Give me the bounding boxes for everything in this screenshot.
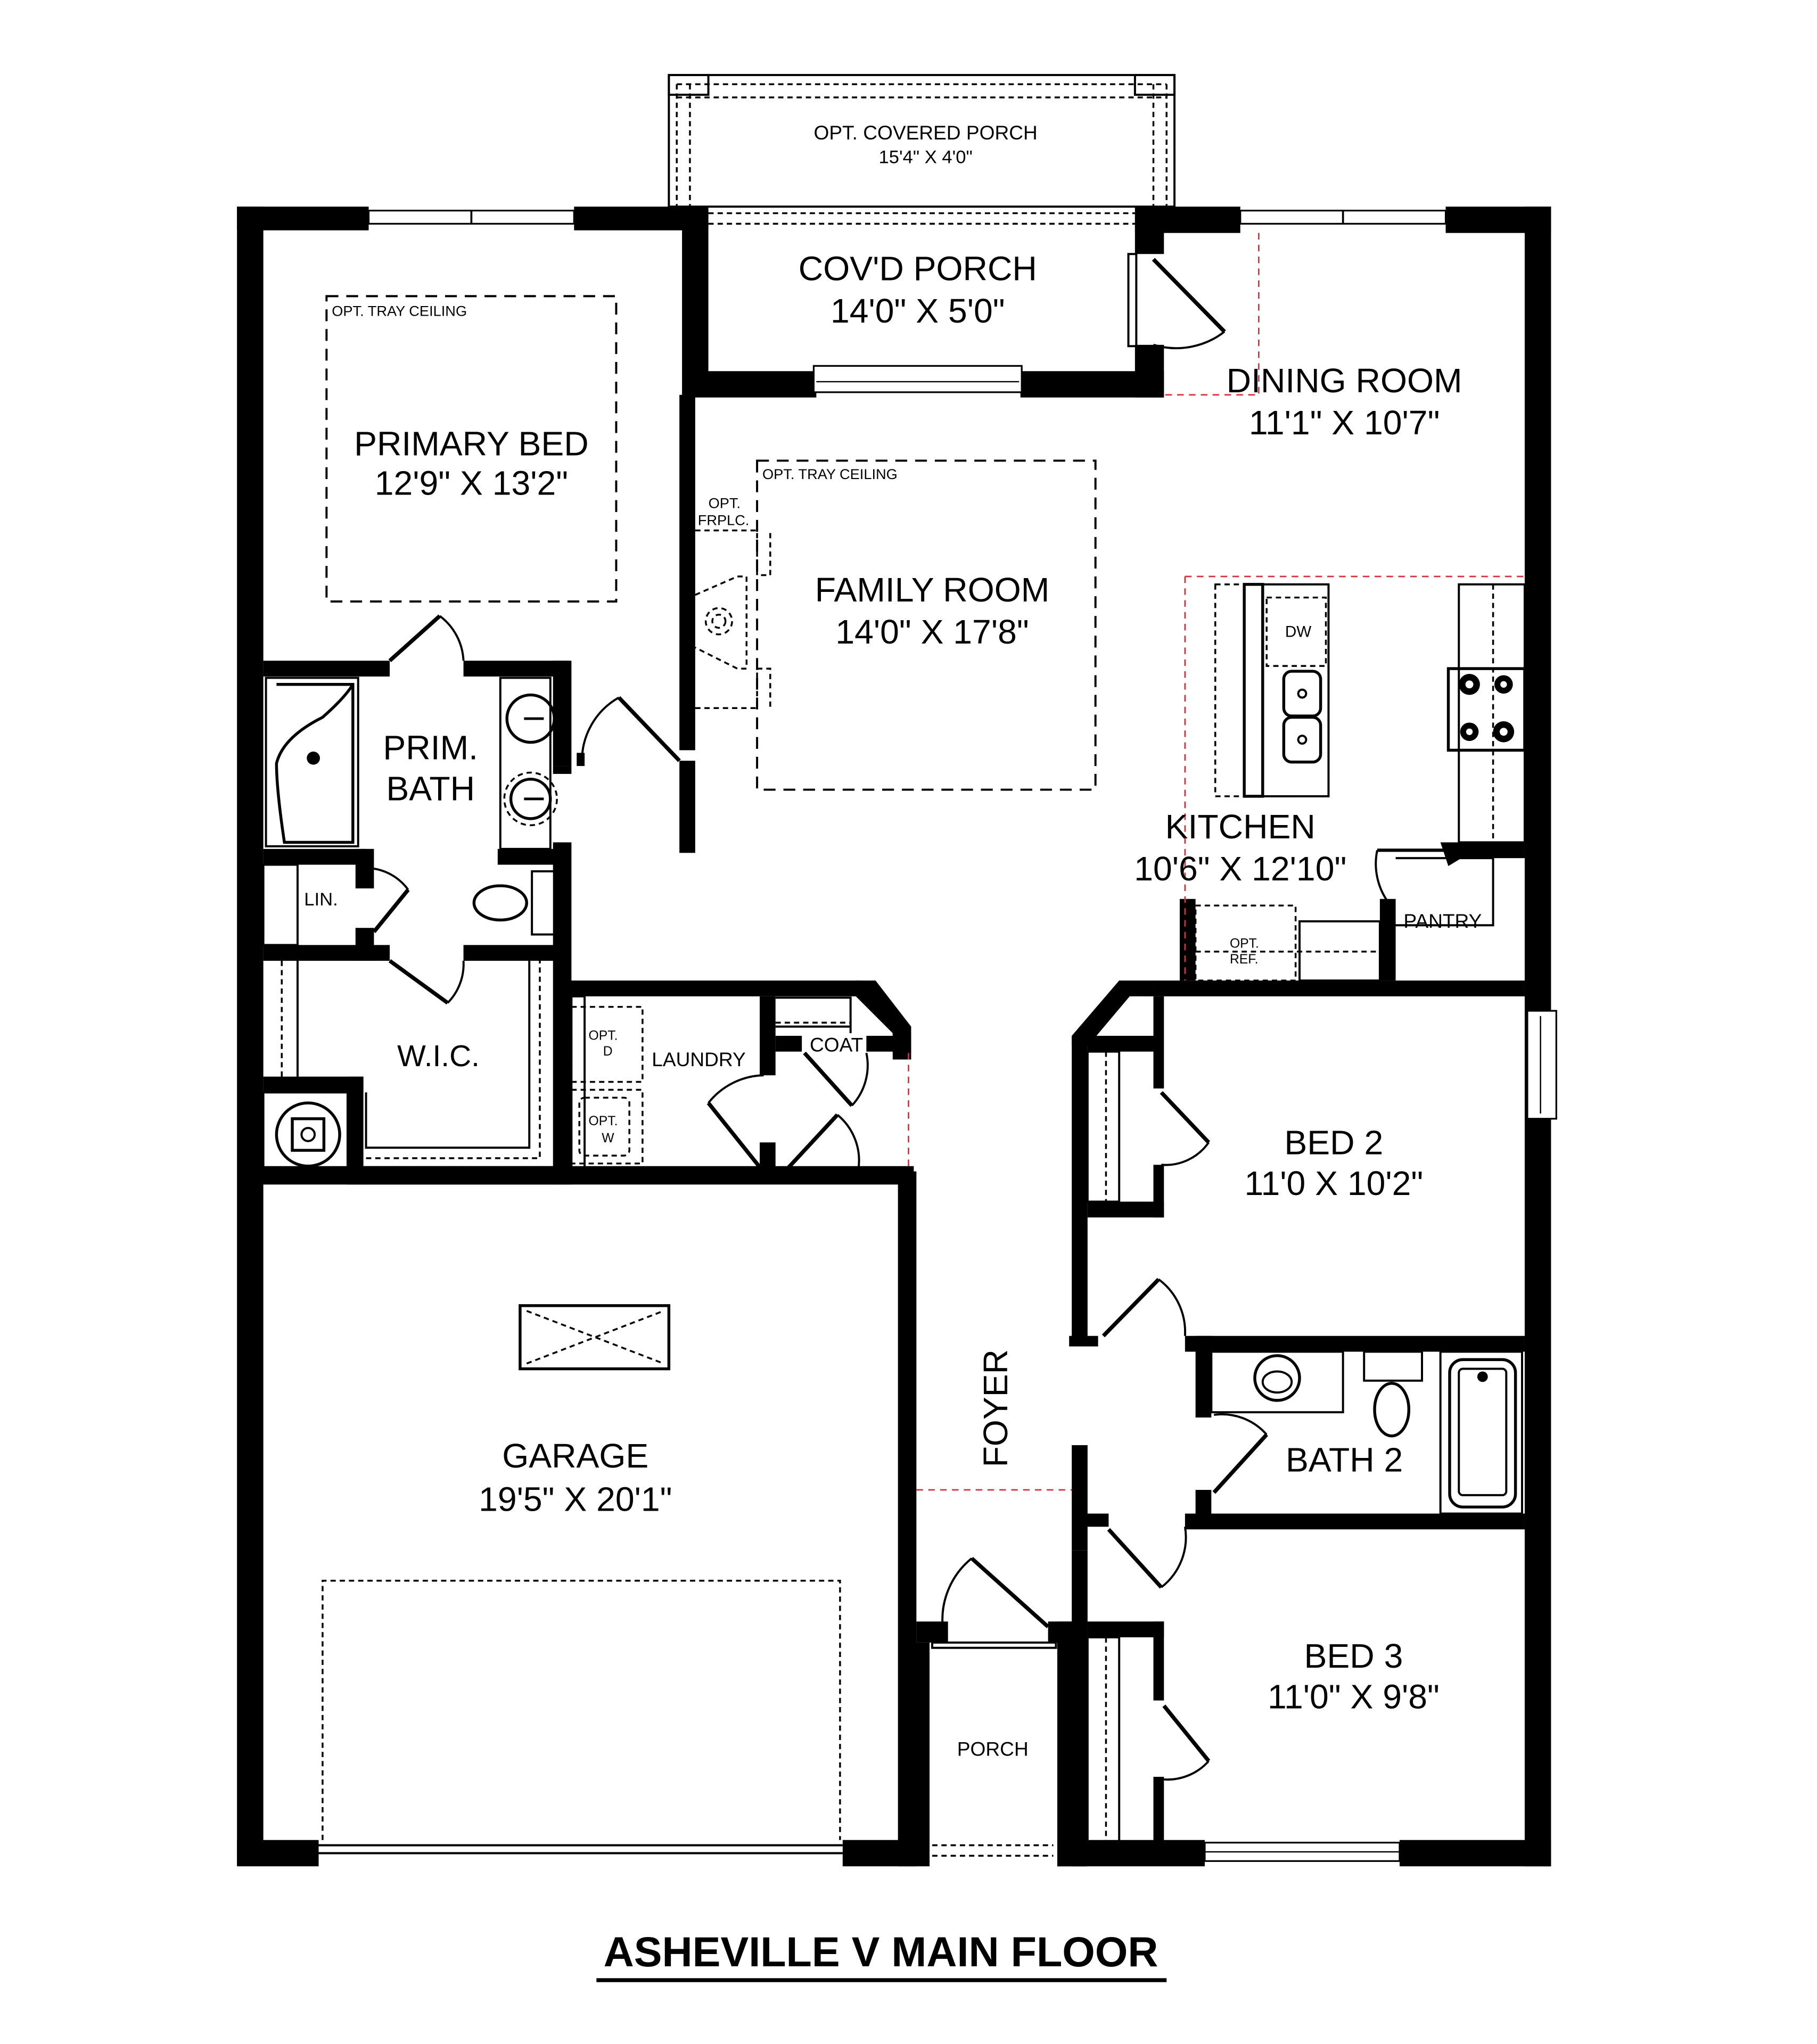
sink-icon <box>1253 1354 1301 1402</box>
interior-walls <box>262 394 1525 1867</box>
tray-ceiling-note: OPT. TRAY CEILING <box>762 466 898 482</box>
room-name: BED 2 <box>1284 1124 1383 1162</box>
sink-icon <box>505 693 556 744</box>
room-prim-bath: PRIM. BATH <box>265 677 558 936</box>
svg-text:REF.: REF. <box>1230 952 1259 967</box>
room-dims: 10'6" X 12'10" <box>1134 850 1346 888</box>
room-kitchen: DW KITCHEN 10'6" X 12'10" OPT. REF. <box>1134 583 1526 982</box>
front-door[interactable] <box>931 1556 1057 1649</box>
room-bed-3: BED 3 11'0" X 9'8" <box>1268 1637 1440 1716</box>
room-name: COV'D PORCH <box>799 250 1037 288</box>
pantry-door[interactable] <box>1375 848 1449 909</box>
room-name: PRIMARY BED <box>354 425 589 463</box>
room-pantry: PANTRY <box>1395 857 1494 932</box>
room-name: W.I.C. <box>397 1040 480 1073</box>
room-name: KITCHEN <box>1165 807 1316 846</box>
svg-text:FRPLC.: FRPLC. <box>698 512 750 529</box>
room-dims: 11'1" X 10'7" <box>1249 403 1440 442</box>
room-garage: GARAGE 19'5" X 20'1" <box>322 1304 841 1840</box>
svg-text:OPT.: OPT. <box>589 1114 618 1128</box>
plan-title: ASHEVILLE V MAIN FLOOR <box>596 1928 1167 1982</box>
window <box>1239 210 1447 225</box>
opt-refrigerator: OPT. REF. <box>1194 904 1380 982</box>
toilet-icon <box>472 870 557 936</box>
room-dims: 11'0 X 10'2" <box>1244 1164 1423 1202</box>
room-dims: 14'0" X 17'8" <box>835 613 1029 651</box>
svg-text:D: D <box>603 1044 613 1059</box>
opt-washer: OPT. W <box>570 1089 644 1165</box>
room-bed-2: BED 2 11'0 X 10'2" <box>1244 1124 1423 1203</box>
room-name: LIN. <box>304 889 338 910</box>
room-foyer: FOYER <box>976 1349 1015 1467</box>
page-title: ASHEVILLE V MAIN FLOOR <box>604 1928 1158 1975</box>
kitchen-island: DW <box>1214 583 1330 798</box>
coat-door[interactable] <box>803 1051 869 1107</box>
primary-bed-door[interactable] <box>577 696 681 767</box>
opt-covered-porch-label: OPT. COVERED PORCH <box>813 121 1037 144</box>
window <box>1526 1010 1557 1120</box>
garage-entry-door[interactable] <box>786 1113 860 1171</box>
svg-text:OPT.: OPT. <box>1230 936 1259 951</box>
room-name: PORCH <box>957 1737 1029 1760</box>
room-name: FAMILY ROOM <box>815 571 1050 609</box>
bath2-door[interactable] <box>1212 1413 1268 1494</box>
room-name: COAT <box>810 1034 863 1056</box>
room-name: LAUNDRY <box>652 1048 746 1070</box>
tray-ceiling-note: OPT. TRAY CEILING <box>332 302 467 319</box>
room-linen: LIN. <box>262 863 338 946</box>
water-heater-icon <box>275 1101 341 1168</box>
room-dims: 14'0" X 5'0" <box>831 292 1005 330</box>
room-coat: COAT <box>775 996 863 1056</box>
room-primary-bed: OPT. TRAY CEILING PRIMARY BED 12'9" X 13… <box>325 295 618 603</box>
room-family-room: OPT. TRAY CEILING FAMILY ROOM 14'0" X 17… <box>756 459 1097 791</box>
opt-covered-porch-dims: 15'4" X 4'0" <box>878 147 972 168</box>
room-name: GARAGE <box>502 1437 648 1475</box>
svg-text:W: W <box>602 1131 614 1145</box>
room-dims: 11'0" X 9'8" <box>1268 1677 1440 1716</box>
room-name: BATH 2 <box>1286 1440 1403 1479</box>
area-boundaries <box>908 233 1525 1491</box>
room-name: DINING ROOM <box>1227 361 1462 400</box>
bathtub-icon <box>1439 1350 1523 1515</box>
exterior-walls <box>237 207 1557 1867</box>
svg-text:OPT.: OPT. <box>589 1028 618 1043</box>
room-name-line2: BATH <box>386 769 475 807</box>
room-dims: 19'5" X 20'1" <box>479 1480 672 1519</box>
dishwasher-label: DW <box>1285 623 1311 641</box>
range-icon <box>1446 667 1526 752</box>
room-covd-porch: COV'D PORCH 14'0" X 5'0" <box>799 250 1037 330</box>
bed2-closet-door[interactable] <box>1160 1091 1211 1166</box>
bed3-door[interactable] <box>1107 1526 1187 1589</box>
linen-door[interactable] <box>372 867 410 933</box>
room-porch: PORCH <box>957 1737 1029 1760</box>
fireplace-icon: OPT. FRPLC. <box>695 494 771 711</box>
bed3-closet-door[interactable] <box>1162 1704 1211 1781</box>
wic-door[interactable] <box>388 959 465 1005</box>
opt-covered-porch: OPT. COVERED PORCH 15'4" X 4'0" <box>668 73 1176 208</box>
room-name: BED 3 <box>1304 1637 1403 1675</box>
window <box>367 210 575 225</box>
porch-door[interactable] <box>1127 253 1226 350</box>
svg-text:OPT.: OPT. <box>709 494 741 511</box>
sink-icon <box>1282 670 1322 764</box>
room-dining-room: DINING ROOM 11'1" X 10'7" <box>1227 361 1462 442</box>
room-name: FOYER <box>976 1349 1015 1467</box>
room-name-line1: PRIM. <box>383 729 478 767</box>
room-name: PANTRY <box>1403 910 1482 932</box>
laundry-door[interactable] <box>706 1074 764 1171</box>
attic-access-icon <box>519 1304 671 1371</box>
window <box>1204 1842 1401 1862</box>
room-bath-2: BATH 2 <box>1210 1350 1523 1515</box>
bathtub-icon <box>265 677 359 847</box>
room-wic: W.I.C. <box>281 961 541 1159</box>
room-dims: 12'9" X 13'2" <box>375 464 568 502</box>
bed2-door[interactable] <box>1101 1278 1187 1338</box>
primary-bath-door[interactable] <box>388 614 465 663</box>
toilet-icon <box>1363 1350 1424 1438</box>
window <box>812 365 1023 393</box>
room-laundry: OPT. D OPT. W LAUNDRY <box>570 995 746 1169</box>
opt-dryer: OPT. D <box>570 1005 644 1083</box>
opt-sink-icon <box>503 771 558 827</box>
